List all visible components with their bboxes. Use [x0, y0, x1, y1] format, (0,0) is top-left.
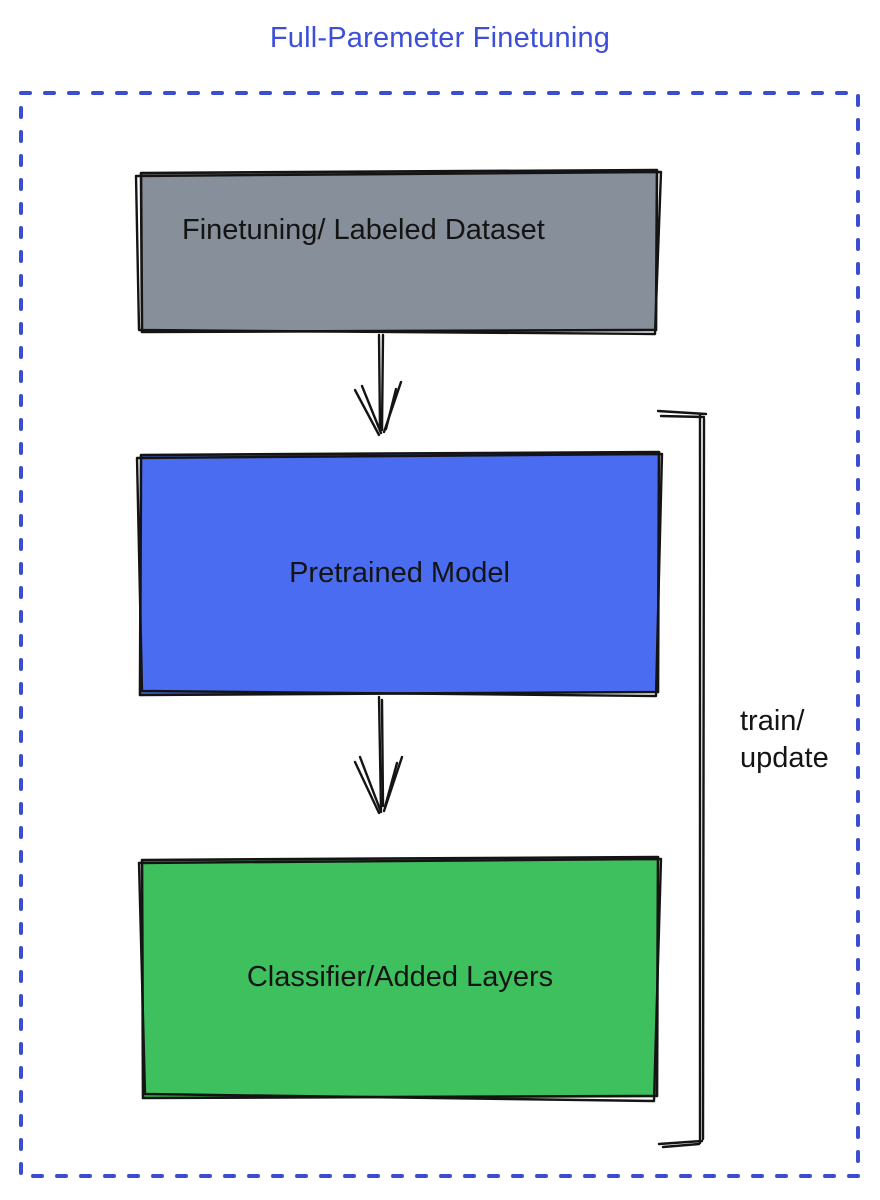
bracket-bottom — [657, 1139, 704, 1146]
arrow-shaft — [377, 333, 382, 430]
down-arrow-dataset-to-model — [353, 333, 403, 437]
pretrained-box-outline — [135, 452, 664, 698]
node-label-classifier: Classifier/Added Layers — [246, 961, 554, 993]
arrow-wing-right-stray — [383, 761, 399, 809]
bracket-top-double — [656, 409, 708, 416]
bracket-bottom-double — [661, 1142, 701, 1149]
bracket-vertical-double — [701, 417, 706, 1141]
node-label-pretrained: Pretrained Model — [289, 557, 510, 589]
bracket-top — [659, 414, 706, 419]
bracket-label-line2: update — [740, 742, 829, 774]
node-label-dataset: Finetuning/ Labeled Dataset — [182, 214, 545, 246]
bracket-label: train/ update — [740, 703, 829, 777]
arrow-wing-left — [358, 755, 383, 814]
dataset-box-outline — [134, 170, 663, 336]
arrow-wing-left — [360, 384, 383, 435]
bracket-label-line1: train/ — [740, 705, 805, 737]
down-arrow-model-to-classifier — [353, 695, 404, 815]
node-box-pretrained — [135, 450, 664, 698]
diagram-title: Full-Paremeter Finetuning — [269, 22, 611, 54]
node-box-dataset — [134, 168, 663, 336]
node-box-classifier — [137, 855, 663, 1103]
train-update-bracket — [656, 409, 708, 1149]
dataset-box-fill — [139, 168, 659, 334]
arrow-shaft-double — [380, 698, 385, 808]
dotted-boundary — [19, 91, 860, 1178]
classifier-box-outline — [137, 857, 663, 1103]
arrow-shaft-double — [380, 333, 385, 432]
arrow-shaft — [377, 695, 383, 812]
arrow-wing-left-stray — [353, 760, 381, 815]
arrow-wing-left-stray — [353, 388, 381, 437]
arrow-wing-right-stray — [384, 387, 398, 431]
